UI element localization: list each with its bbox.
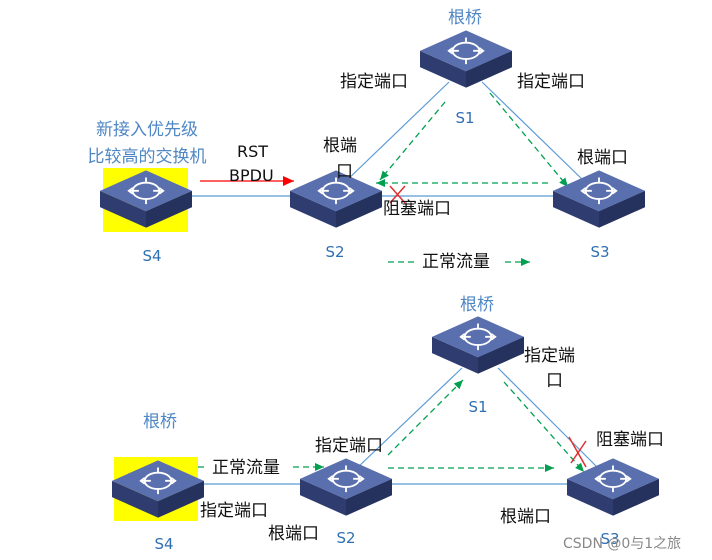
top-s1-caption: 根桥 <box>448 8 482 28</box>
bottom-s2-name: S2 <box>336 529 355 547</box>
watermark: CSDN @0与1之旅 <box>563 536 681 552</box>
top-s2-port-line2: 口 <box>336 162 353 182</box>
bottom-s1-caption: 根桥 <box>460 295 494 315</box>
bottom-blocked-port: 阻塞端口 <box>596 430 664 450</box>
bottom-s1-port-line2: 口 <box>546 371 563 391</box>
bottom-s3-name: S3 <box>600 530 619 548</box>
top-s1-switch-icon[interactable] <box>420 30 512 88</box>
link-b-s1-s2 <box>356 367 463 469</box>
bottom-links <box>198 367 601 485</box>
top-diagram: 根桥 S1 指定端口 指定端口 根端 口 S2 根端口 S3 阻塞端口 新接入优… <box>88 8 645 272</box>
top-s1-name: S1 <box>455 109 474 127</box>
top-s3-name: S3 <box>590 243 609 261</box>
link-b-s1-s3 <box>497 367 601 471</box>
bottom-diagram: 根桥 S1 指定端 口 指定端口 根端口 S2 阻塞端口 根端口 S3 根桥 指… <box>112 295 664 553</box>
bottom-block-mark <box>568 436 587 468</box>
link-s1-s2 <box>342 81 450 185</box>
bottom-s4-name: S4 <box>154 535 173 553</box>
flow-b-s2-to-s1 <box>387 379 464 456</box>
bottom-s3-port-root: 根端口 <box>500 507 551 527</box>
flow-b-s1-to-s3 <box>503 381 585 473</box>
top-block-mark <box>389 185 406 204</box>
top-s2-name: S2 <box>325 243 344 261</box>
bottom-s1-name: S1 <box>468 398 487 416</box>
bottom-flow-label: 正常流量 <box>212 458 280 478</box>
top-s3-switch-icon[interactable] <box>553 170 645 228</box>
bottom-s4-caption: 根桥 <box>143 412 177 432</box>
top-s1-left-port: 指定端口 <box>340 72 408 92</box>
top-s4-caption-line1: 新接入优先级 <box>96 120 198 140</box>
bottom-s3-switch-icon[interactable] <box>567 458 659 516</box>
bottom-s4-port: 指定端口 <box>200 501 268 521</box>
top-s3-port: 根端口 <box>577 148 628 168</box>
rst-label-line2: BPDU <box>229 166 274 185</box>
top-legend-label: 正常流量 <box>422 252 490 272</box>
top-blocked-port: 阻塞端口 <box>383 199 451 219</box>
top-links <box>188 81 586 197</box>
top-s1-right-port: 指定端口 <box>517 72 585 92</box>
top-flows <box>376 92 569 266</box>
top-s4-name: S4 <box>142 247 161 265</box>
rst-label-line1: RST <box>237 142 268 161</box>
bottom-s2-port-root: 根端口 <box>268 524 319 544</box>
flow-s1-to-s3 <box>489 92 569 188</box>
bottom-s1-switch-icon[interactable] <box>432 316 524 374</box>
top-s2-port-line1: 根端 <box>323 136 357 156</box>
bottom-s2-port-up: 指定端口 <box>315 436 383 456</box>
bottom-s1-port-line1: 指定端 <box>524 346 575 366</box>
top-s4-caption-line2: 比较高的交换机 <box>88 147 207 167</box>
flow-s1-to-s2 <box>379 101 446 181</box>
link-s1-s3 <box>481 81 586 183</box>
